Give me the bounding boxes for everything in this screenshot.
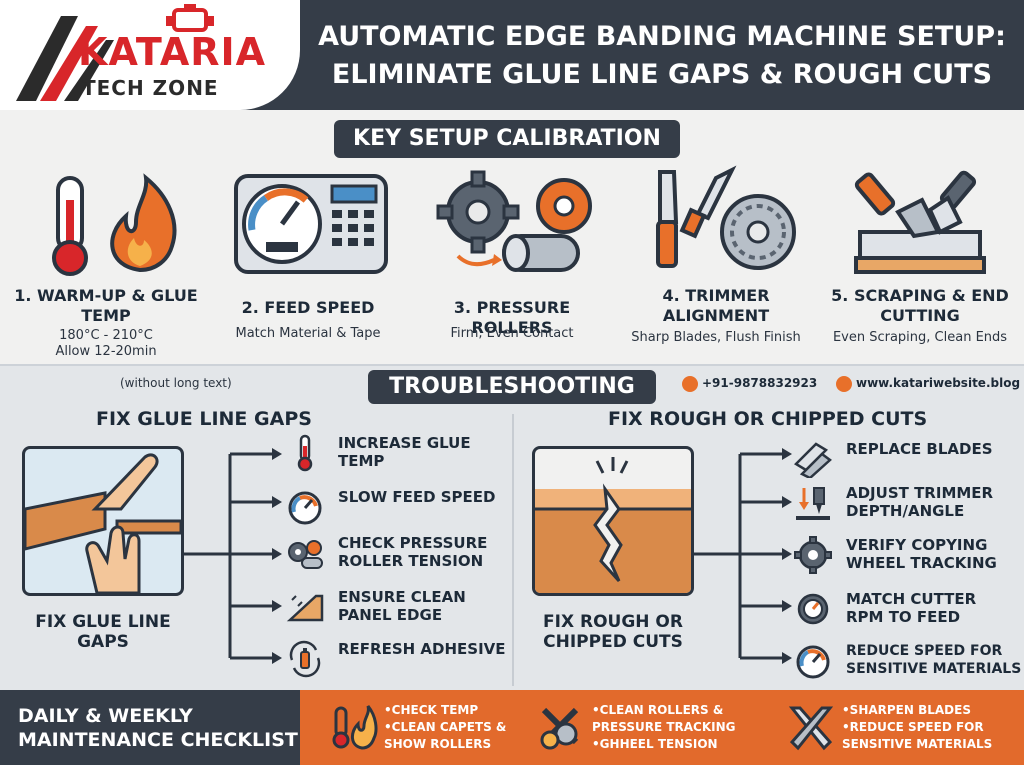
logo-subtext: TECH ZONE: [82, 76, 219, 100]
trimmer-depth-icon: [796, 487, 830, 520]
maintenance-title: DAILY & WEEKLY MAINTENANCE CHECKLIST: [18, 705, 298, 751]
fix-text: REDUCE SPEED FOR SENSITIVE MATERIALS: [846, 643, 1022, 677]
logo-mark-icon: [16, 16, 114, 101]
refresh-bottle-icon: [289, 640, 321, 678]
fix-text: VERIFY COPYING WHEEL TRACKING: [846, 536, 997, 572]
glue-gap-illustration: [22, 446, 184, 596]
crossed-blades-icon: [788, 706, 834, 751]
fix-text: CHECK PRESSURE ROLLER TENSION: [338, 534, 488, 570]
maintenance-group-2: CLEAN ROLLERS & PRESSURE TRACKING GHHEEL…: [536, 690, 766, 765]
calibration-step-1: 1. WARM-UP & GLUE TEMP 180°C - 210°C All…: [8, 150, 204, 360]
fix-text: REPLACE BLADES: [846, 440, 993, 458]
thermometer-flame-icon: [332, 705, 378, 750]
calibration-step-4: 4. TRIMMER ALIGNMENT Sharp Blades, Flush…: [616, 150, 816, 360]
panel-edge-icon: [286, 594, 324, 622]
maintenance-footer: DAILY & WEEKLY MAINTENANCE CHECKLIST CHE…: [0, 690, 1024, 765]
phone-icon: [682, 375, 698, 392]
fix-text: ENSURE CLEAN PANEL EDGE: [338, 588, 466, 624]
gear-roller-icon: [288, 540, 323, 569]
fix-text: ADJUST TRIMMER DEPTH/ANGLE: [846, 484, 994, 520]
thermometer-flame-icon: [52, 173, 177, 276]
column-divider: [512, 414, 514, 686]
crack-icon: [535, 457, 691, 593]
globe-icon: [836, 375, 852, 392]
fix-text: INCREASE GLUE TEMP: [338, 434, 471, 470]
tools-icon: [540, 707, 579, 750]
calibration-step-2: 2. FEED SPEED Match Material & Tape: [210, 150, 406, 360]
gear-roller-icon: [436, 170, 592, 272]
maintenance-group-1: CHECK TEMP CLEAN CAPETS & SHOW ROLLERS: [328, 690, 548, 765]
blade-saw-icon: [656, 165, 796, 270]
step-detail: Allow 12-20min: [55, 344, 157, 359]
phone-contact: +91-9878832923: [682, 374, 817, 392]
phone-number: +91-9878832923: [702, 376, 818, 390]
step-detail: 180°C - 210°C: [59, 328, 153, 343]
maintenance-checklist: CHECK TEMP CLEAN CAPETS & SHOW ROLLERS C…: [300, 690, 1024, 765]
header: KATARIA TECH ZONE AUTOMATIC EDGE BANDING…: [0, 0, 1024, 110]
robot-icon: [166, 4, 214, 32]
pointing-hand-icon: [25, 453, 181, 593]
maintenance-item: CHECK TEMP: [384, 702, 548, 719]
fix-text: REFRESH ADHESIVE: [338, 640, 506, 658]
step-title: 2. FEED SPEED: [241, 298, 375, 317]
step-detail: Firm, Even Contact: [450, 326, 574, 341]
blades-icon: [794, 442, 832, 478]
page-title: AUTOMATIC EDGE BANDING MACHINE SETUP: EL…: [318, 21, 1006, 90]
calibration-title: KEY SETUP CALIBRATION: [334, 120, 680, 158]
step-detail: Match Material & Tape: [235, 326, 381, 341]
speed-gauge-panel-icon: [234, 174, 388, 274]
logo-text: KATARIA: [78, 30, 267, 74]
maintenance-item: GHHEEL TENSION: [592, 736, 766, 753]
gauge-icon: [796, 645, 830, 679]
maintenance-item: CLEAN CAPETS & SHOW ROLLERS: [384, 719, 548, 753]
calibration-step-5: 5. SCRAPING & END CUTTING Even Scraping,…: [820, 150, 1020, 360]
rough-cuts-heading: FIX ROUGH OR CHIPPED CUTS: [608, 408, 928, 430]
step-title: 1. WARM-UP & GLUE TEMP: [14, 286, 198, 325]
website-contact: www.katariwebsite.blog: [836, 374, 1020, 392]
rough-cuts-caption: FIX ROUGH OR CHIPPED CUTS: [543, 612, 683, 652]
step-title: 5. SCRAPING & END CUTTING: [831, 286, 1009, 325]
thermometer-icon: [297, 434, 313, 472]
website-link: www.katariwebsite.blog: [856, 376, 1021, 390]
glue-gaps-caption: FIX GLUE LINE GAPS: [35, 612, 171, 652]
branch-arrows: [184, 448, 282, 664]
note-text: (without long text): [120, 376, 232, 390]
gauge-icon: [288, 491, 322, 525]
step-title: 4. TRIMMER ALIGNMENT: [662, 286, 770, 325]
troubleshooting-section: (without long text) TROUBLESHOOTING +91-…: [0, 364, 1024, 690]
chipped-cut-illustration: [532, 446, 694, 596]
fix-text: MATCH CUTTER RPM TO FEED: [846, 590, 977, 626]
step-detail: Sharp Blades, Flush Finish: [631, 330, 801, 345]
gear-gauge-icon: [797, 593, 829, 625]
logo: KATARIA TECH ZONE: [0, 0, 300, 110]
maintenance-group-3: SHARPEN BLADES REDUCE SPEED FOR SENSITIV…: [786, 690, 1022, 765]
scraper-icon: [854, 170, 986, 274]
step-detail: Even Scraping, Clean Ends: [832, 330, 1008, 345]
gear-icon: [794, 536, 832, 574]
troubleshooting-title: TROUBLESHOOTING: [368, 370, 656, 404]
calibration-section: KEY SETUP CALIBRATION 1. WARM-UP & GLUE …: [0, 110, 1024, 364]
glue-gaps-heading: FIX GLUE LINE GAPS: [96, 408, 312, 430]
branch-arrows: [694, 448, 792, 664]
fix-text: SLOW FEED SPEED: [338, 488, 496, 506]
maintenance-item: SHARPEN BLADES: [842, 702, 1012, 719]
calibration-step-3: 3. PRESSURE ROLLERS Firm, Even Contact: [412, 150, 612, 360]
maintenance-item: CLEAN ROLLERS & PRESSURE TRACKING: [592, 702, 766, 736]
maintenance-item: REDUCE SPEED FOR SENSITIVE MATERIALS: [842, 719, 1012, 753]
step-title: 3. PRESSURE ROLLERS: [453, 298, 571, 337]
